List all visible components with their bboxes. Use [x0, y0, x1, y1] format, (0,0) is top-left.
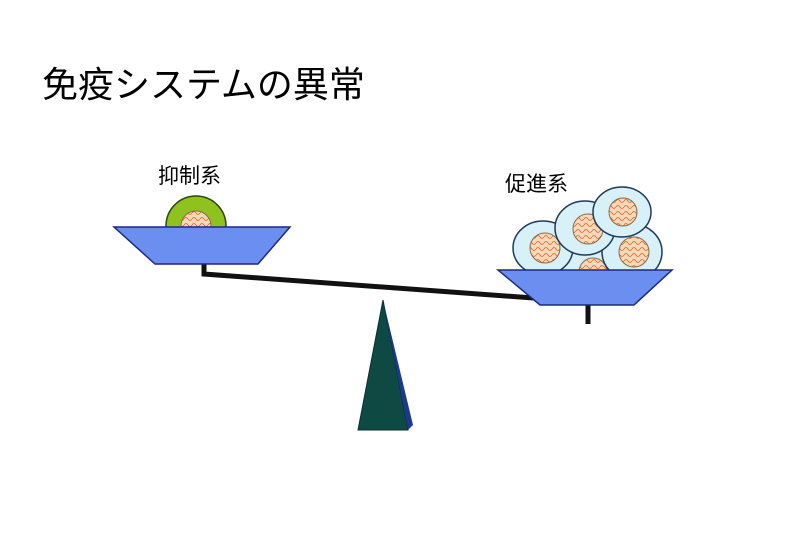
promoter-cells — [512, 186, 663, 270]
suppressor-label: 抑制系 — [158, 164, 221, 188]
balance-beam — [201, 264, 591, 324]
right-pan — [495, 269, 674, 306]
promoter-cell — [592, 186, 652, 238]
left-pan — [112, 226, 292, 265]
page-title: 免疫システムの異常 — [42, 65, 365, 106]
promoter-label: 促進系 — [505, 172, 568, 196]
fulcrum — [357, 299, 413, 431]
